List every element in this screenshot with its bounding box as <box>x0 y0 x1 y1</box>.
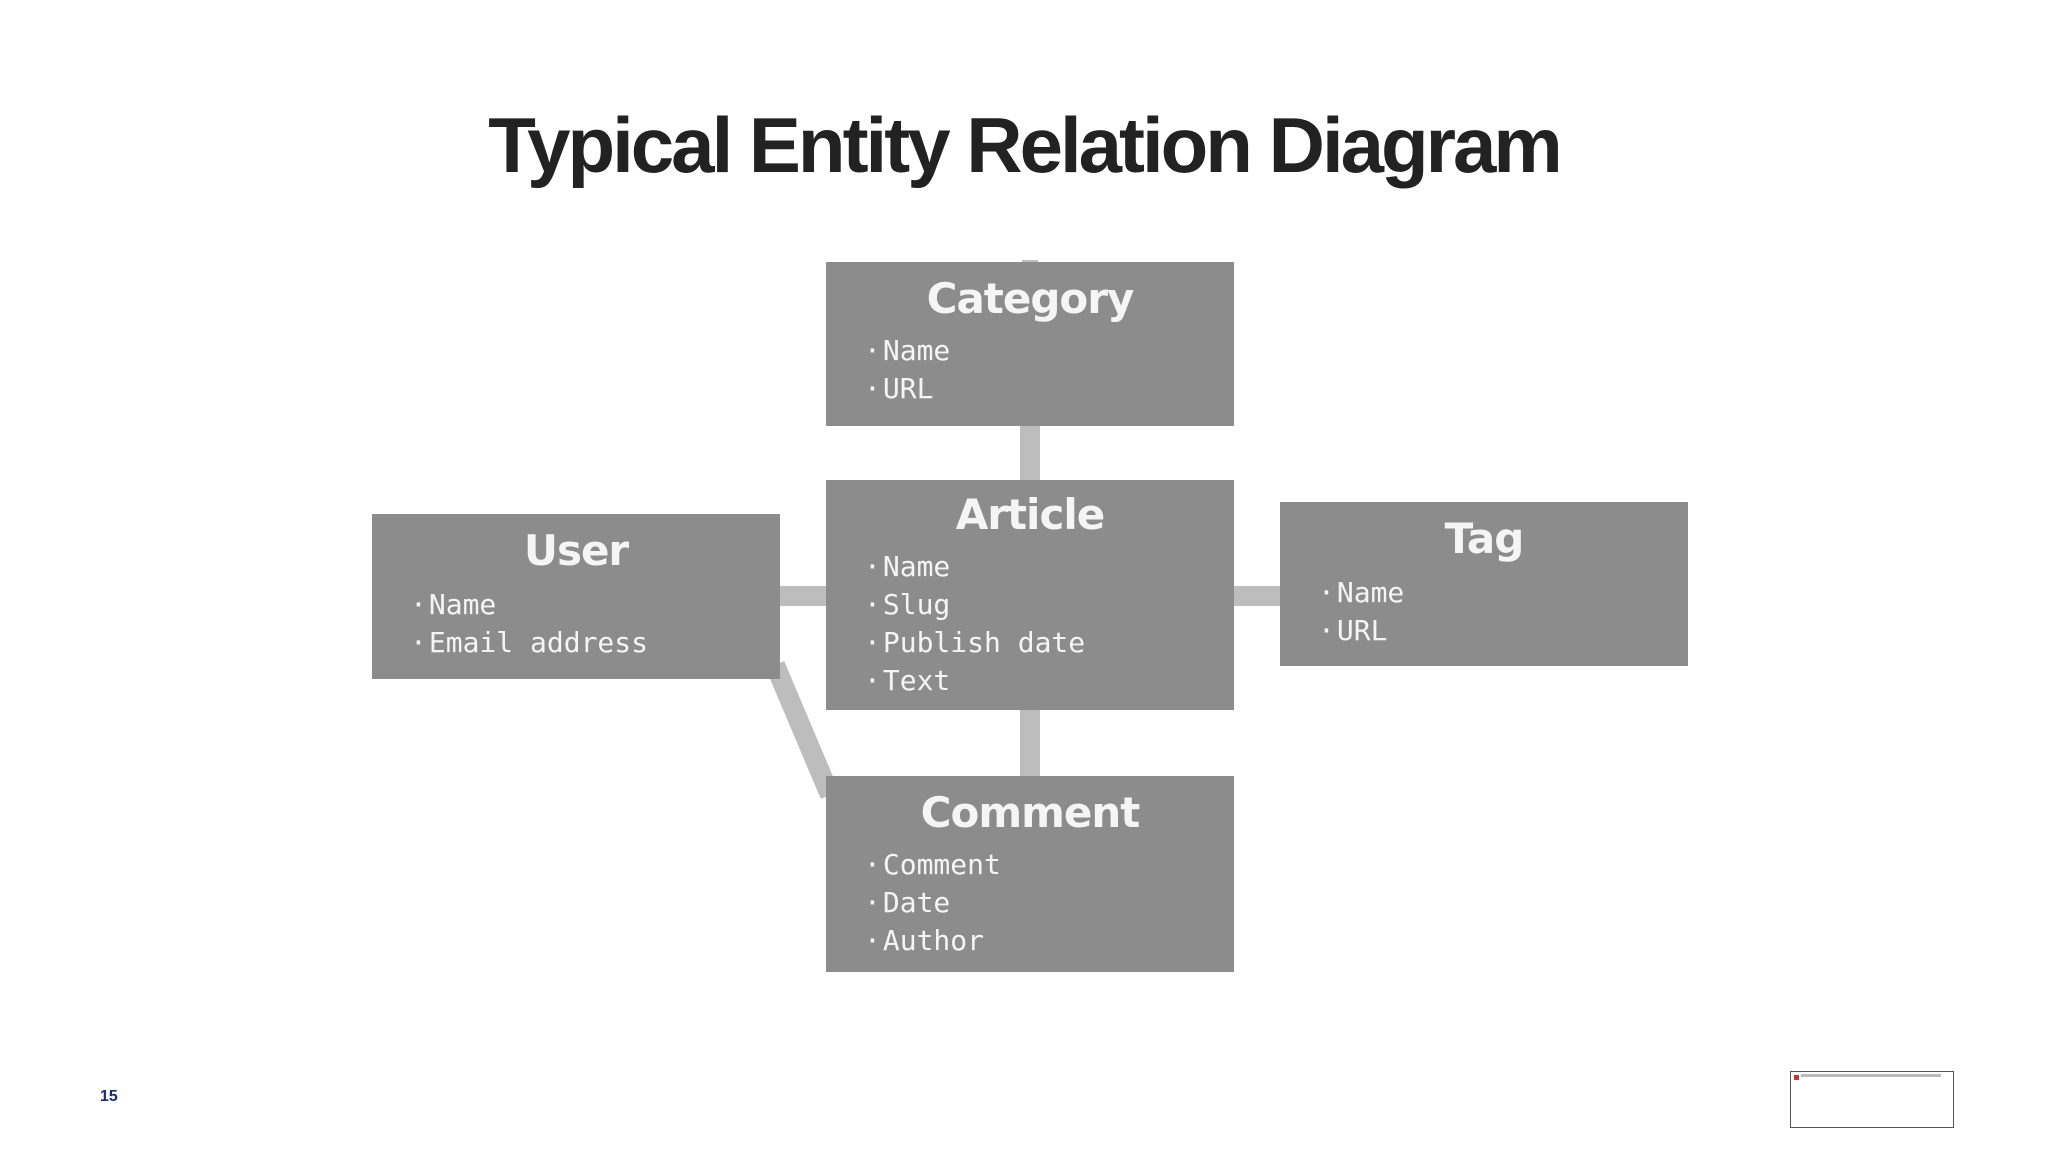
entity-comment-attributes: Comment Date Author <box>864 846 1001 960</box>
entity-category-name: Category <box>926 274 1135 323</box>
attribute-item: Name <box>864 332 950 370</box>
entity-article-attributes: Name Slug Publish date Text <box>864 548 1085 700</box>
entity-tag-name: Tag <box>1444 514 1525 563</box>
entity-article-name: Article <box>955 490 1105 539</box>
entity-tag: Tag Name URL <box>1280 502 1688 666</box>
entity-user: User Name Email address <box>372 514 780 679</box>
page-number: 15 <box>100 1088 118 1105</box>
attribute-item: Email address <box>410 624 648 662</box>
attribute-item: Slug <box>864 586 1085 624</box>
entity-user-name: User <box>523 526 629 575</box>
image-placeholder-box <box>1790 1071 1954 1128</box>
attribute-item: Date <box>864 884 1001 922</box>
entity-article: Article Name Slug Publish date Text <box>826 480 1234 710</box>
entity-comment: Comment Comment Date Author <box>826 776 1234 972</box>
connector-user-comment <box>765 661 840 799</box>
slide-title: Typical Entity Relation Diagram <box>488 101 1562 189</box>
attribute-item: Name <box>864 548 1085 586</box>
entity-tag-attributes: Name URL <box>1318 574 1404 650</box>
attribute-item: URL <box>864 370 950 408</box>
entity-comment-name: Comment <box>920 788 1141 837</box>
placeholder-text-line <box>1801 1074 1941 1077</box>
attribute-item: Comment <box>864 846 1001 884</box>
entity-category: Category Name URL <box>826 262 1234 426</box>
broken-image-icon <box>1794 1075 1799 1080</box>
attribute-item: Name <box>1318 574 1404 612</box>
attribute-item: Publish date <box>864 624 1085 662</box>
entity-category-attributes: Name URL <box>864 332 950 408</box>
attribute-item: Author <box>864 922 1001 960</box>
attribute-item: Name <box>410 586 648 624</box>
attribute-item: URL <box>1318 612 1404 650</box>
attribute-item: Text <box>864 662 1085 700</box>
entity-user-attributes: Name Email address <box>410 586 648 662</box>
